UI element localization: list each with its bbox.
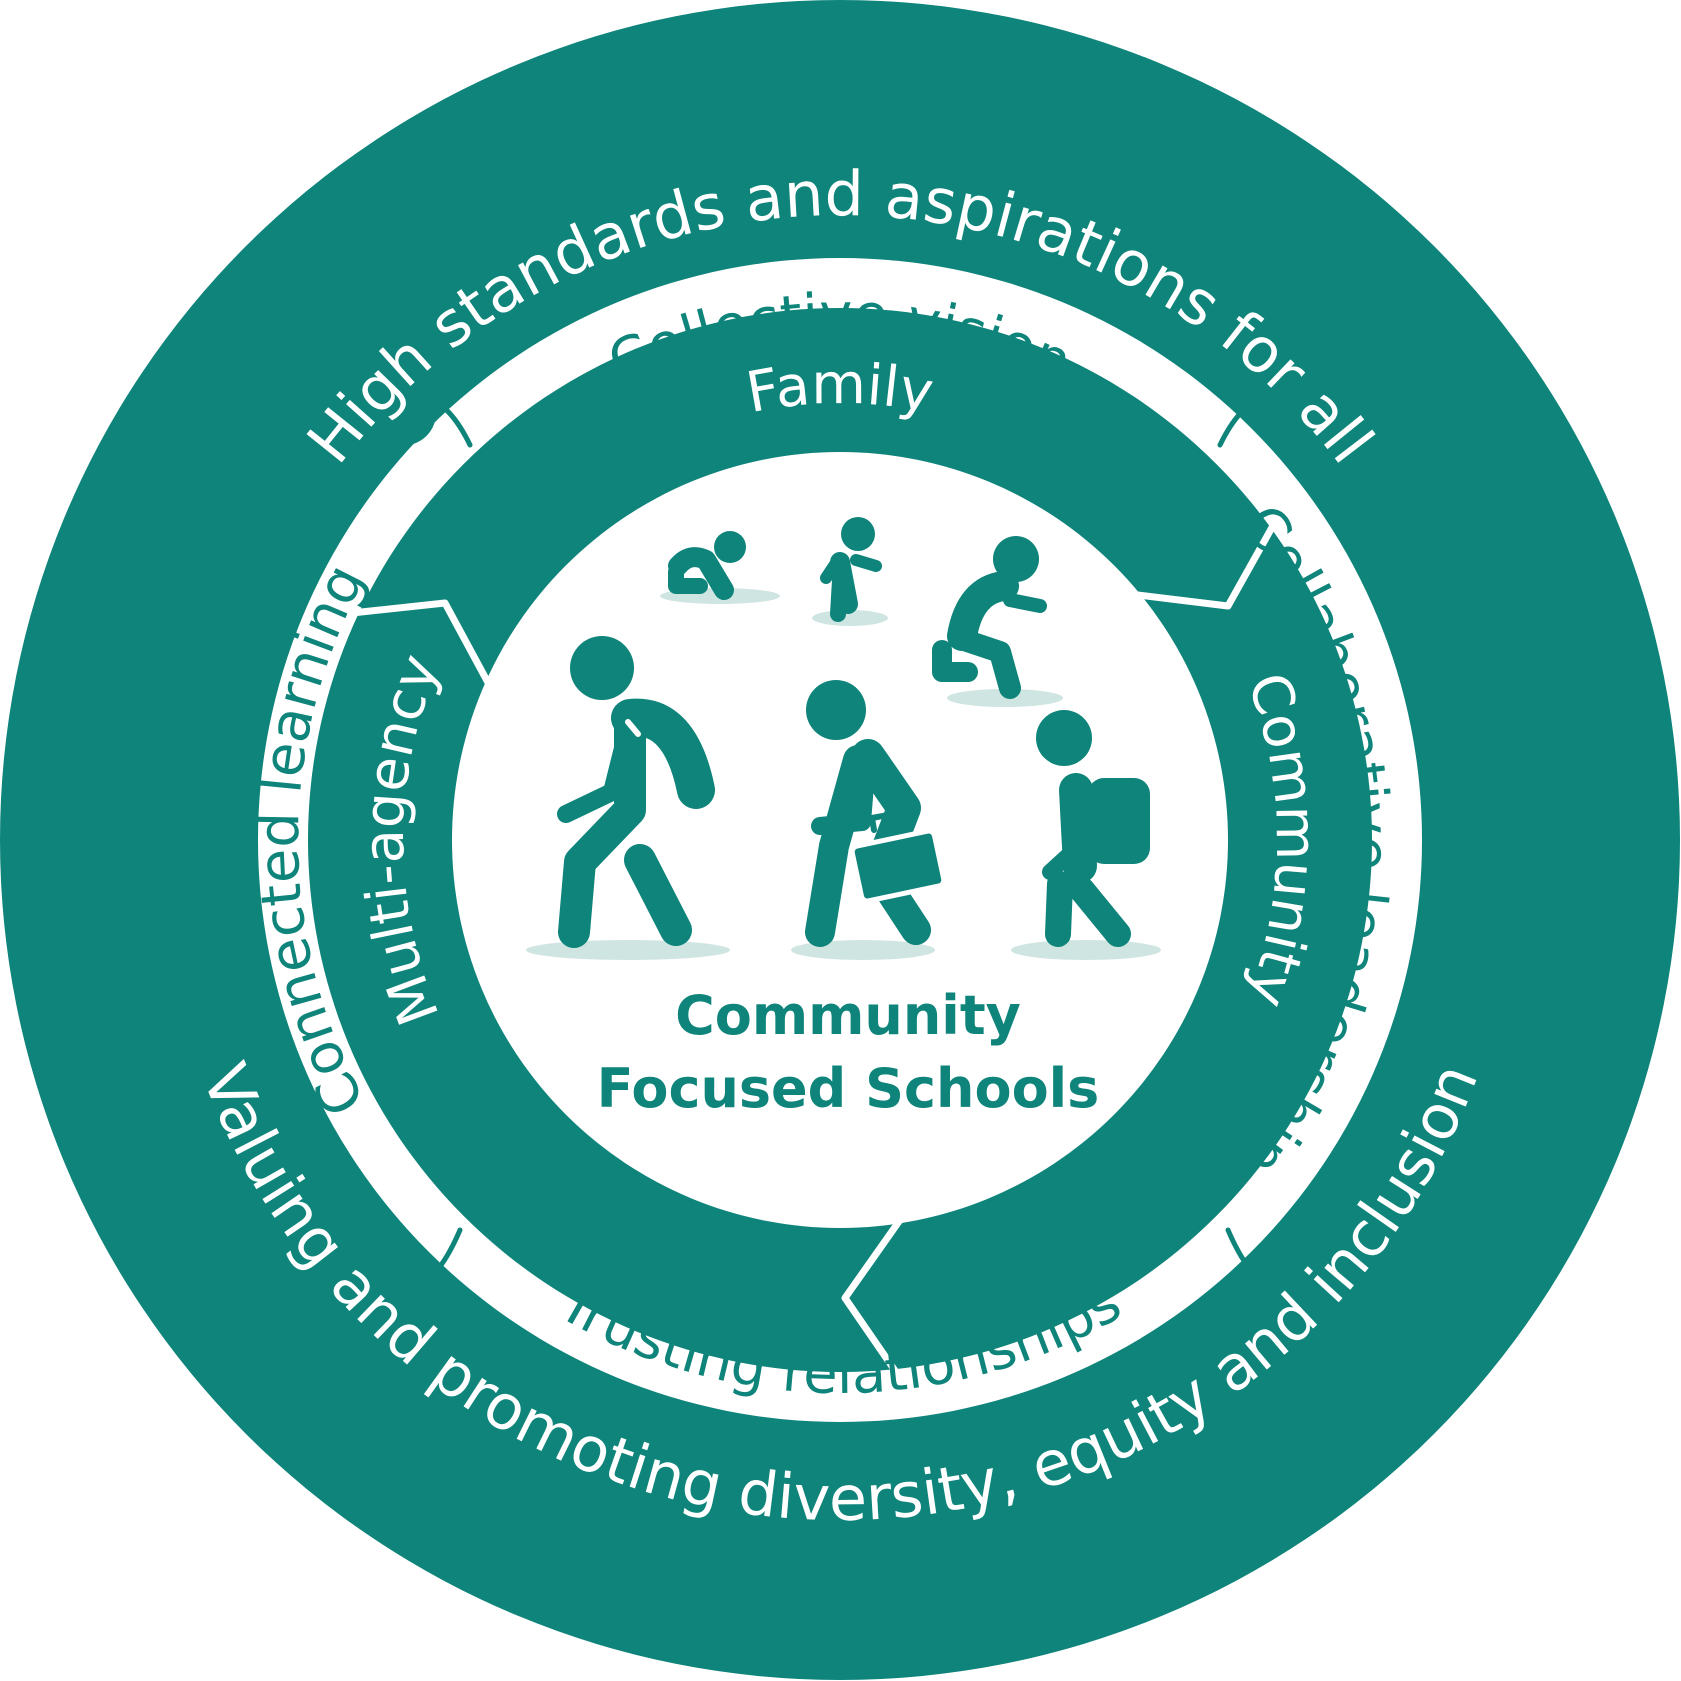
puzzle-connector-bottom-left xyxy=(351,1227,463,1333)
segment-divider-left xyxy=(351,599,496,692)
center-title-line2: Focused Schools xyxy=(597,1057,1100,1120)
puzzle-connector-bottom-right xyxy=(1225,1227,1337,1333)
baby-crawling-icon xyxy=(668,531,746,600)
shadow xyxy=(1011,940,1161,960)
briefcase-icon xyxy=(849,828,947,904)
puzzle-connector-top-right xyxy=(1217,340,1331,448)
child-with-backpack-icon xyxy=(1036,710,1150,947)
backpack-icon xyxy=(1088,778,1150,864)
segment-divider-right xyxy=(1129,520,1279,610)
adult-walking-icon xyxy=(557,636,715,948)
shadow xyxy=(947,689,1063,707)
student-with-briefcase-icon xyxy=(805,680,947,947)
segment-divider-bottom xyxy=(841,1217,903,1380)
figures xyxy=(526,517,1161,960)
shadow xyxy=(526,940,730,960)
toddler-icon xyxy=(820,517,882,622)
puzzle-connector-top-left xyxy=(359,340,473,448)
center-title-line1: Community xyxy=(675,984,1021,1047)
child-kneeling-icon xyxy=(932,536,1047,699)
